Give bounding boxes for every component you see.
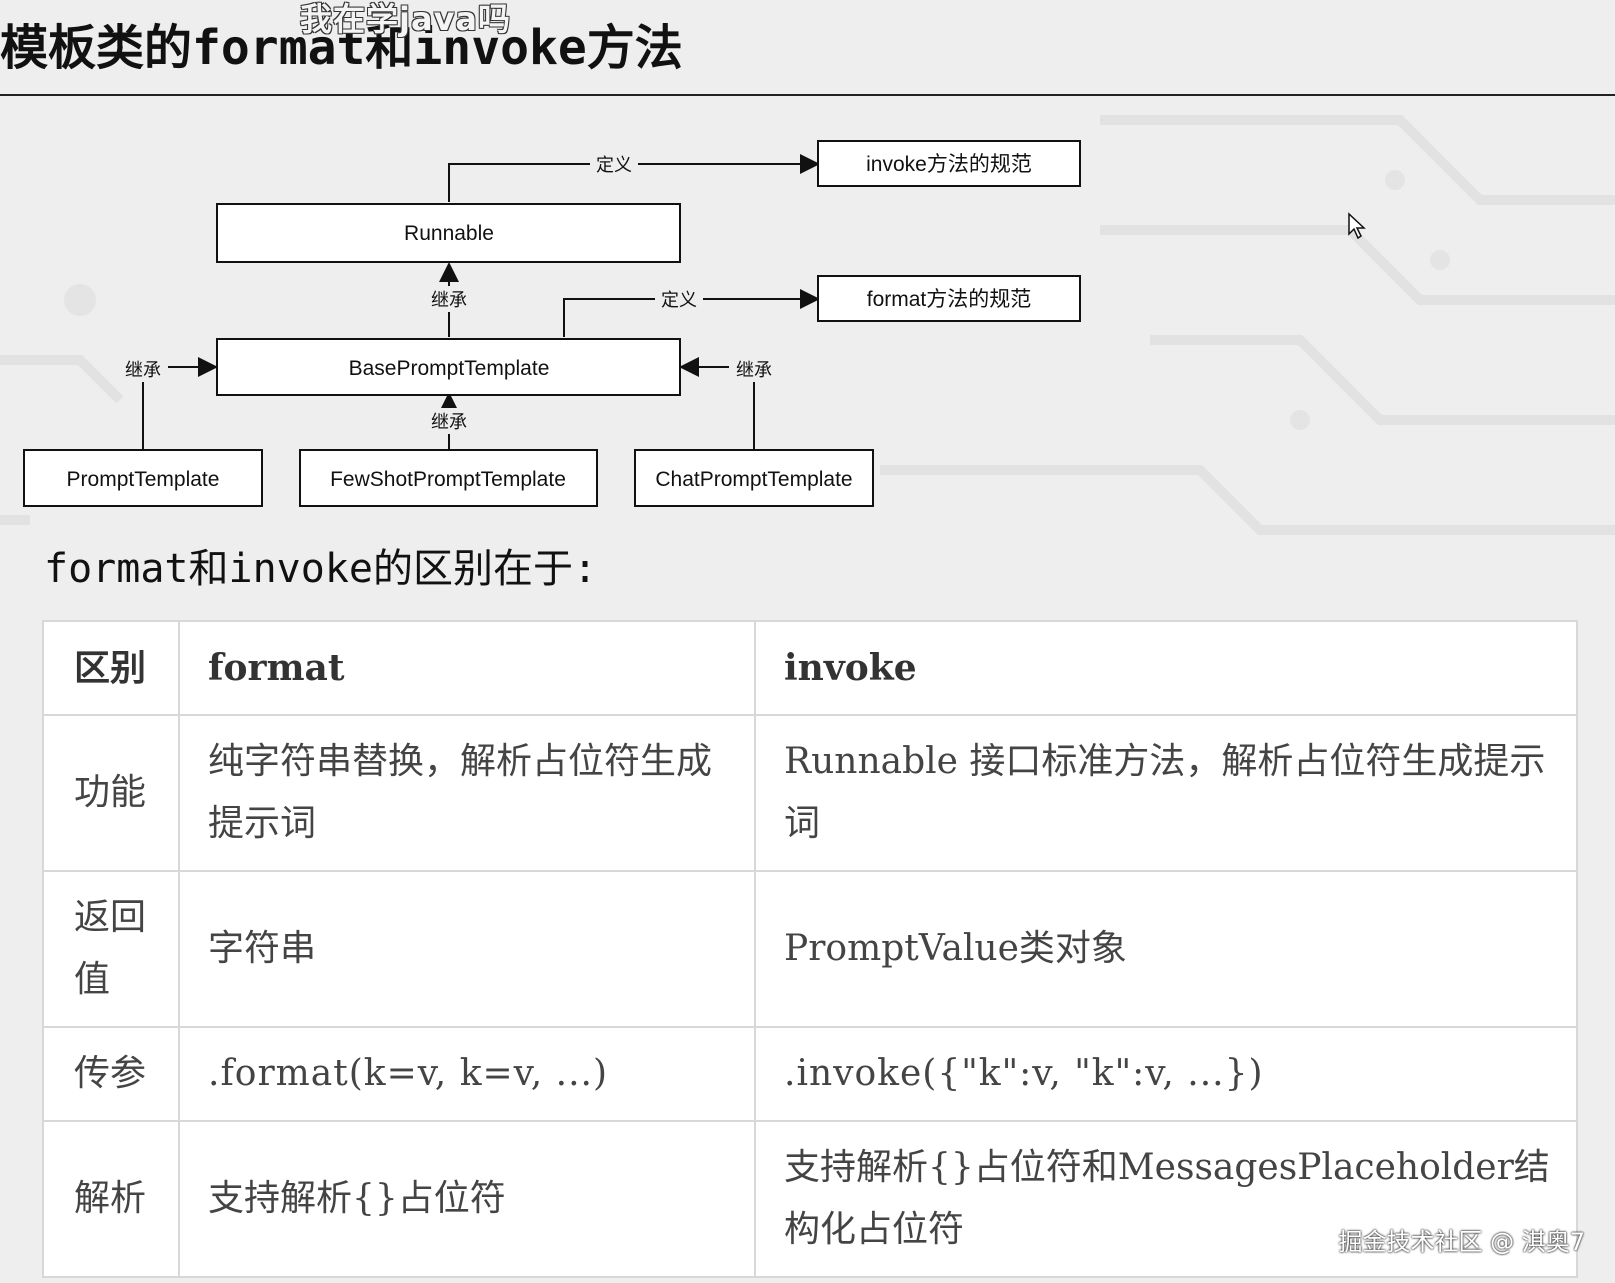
table-cell: 纯字符串替换，解析占位符生成提示词 — [178, 714, 756, 872]
table-header-cell: 区别 — [42, 620, 180, 716]
edge-label-inherit-runnable: 继承 — [431, 290, 467, 311]
table-cell: 支持解析{}占位符和MessagesPlaceholder结构化占位符 — [754, 1120, 1578, 1278]
table-cell: 传参 — [42, 1026, 180, 1122]
table-cell: 字符串 — [178, 870, 756, 1028]
table-cell: PromptValue类对象 — [754, 870, 1578, 1028]
table-cell: .invoke({"k":v, "k":v, ...}) — [754, 1026, 1578, 1122]
edge-label-inherit-fewshot: 继承 — [431, 412, 467, 433]
edge-label-define-invoke: 定义 — [596, 155, 632, 176]
edge-label-define-format: 定义 — [661, 290, 697, 311]
mouse-pointer-icon — [1348, 212, 1366, 240]
node-chat: ChatPromptTemplate — [655, 468, 852, 491]
node-invoke-spec-box — [817, 140, 1081, 187]
node-base-box — [216, 338, 681, 396]
node-chat-box — [634, 449, 874, 507]
edge-labels: 定义 定义 继承 继承 继承 继承 — [118, 151, 779, 434]
table-cell: 支持解析{}占位符 — [178, 1120, 756, 1278]
table-cell: 功能 — [42, 714, 180, 872]
edge-runnable-defines-invoke — [448, 154, 820, 202]
edge-label-inherit-prompt: 继承 — [125, 360, 161, 381]
table-row: 返回值 字符串 PromptValue类对象 — [42, 870, 1578, 1028]
video-caption-overlay: 我在学java吗 — [300, 0, 512, 38]
table-cell: 返回值 — [42, 870, 180, 1028]
node-format-spec-box — [817, 275, 1081, 322]
table-row: 功能 纯字符串替换，解析占位符生成提示词 Runnable 接口标准方法，解析占… — [42, 714, 1578, 872]
title-underline — [0, 94, 1615, 96]
node-prompt: PromptTemplate — [67, 468, 220, 491]
page-title: 模板类的format和invoke方法 — [0, 20, 683, 76]
comparison-table: 区别 format invoke 功能 纯字符串替换，解析占位符生成提示词 Ru… — [42, 620, 1578, 1278]
node-fewshot: FewShotPromptTemplate — [330, 468, 566, 491]
node-runnable-box — [216, 203, 681, 263]
watermark: 掘金技术社区 @ 淇奥7 — [1338, 1228, 1585, 1256]
node-fewshot-box — [299, 449, 598, 507]
node-base: BasePromptTemplate — [349, 357, 550, 380]
class-diagram: 定义 定义 继承 继承 继承 继承 invoke方法的规范 Runnable f… — [23, 140, 1081, 507]
table-header-row: 区别 format invoke — [42, 620, 1578, 716]
table-header-cell: format — [178, 620, 756, 716]
node-format-spec: format方法的规范 — [867, 288, 1032, 311]
node-invoke-spec: invoke方法的规范 — [866, 153, 1032, 176]
table-row: 传参 .format(k=v, k=v, ...) .invoke({"k":v… — [42, 1026, 1578, 1122]
node-runnable: Runnable — [404, 222, 494, 245]
node-prompt-box — [23, 449, 263, 507]
comparison-subtitle: format和invoke的区别在于: — [44, 546, 598, 592]
table-cell: Runnable 接口标准方法，解析占位符生成提示词 — [754, 714, 1578, 872]
table-header-cell: invoke — [754, 620, 1578, 716]
table-row: 解析 支持解析{}占位符 支持解析{}占位符和MessagesPlacehold… — [42, 1120, 1578, 1278]
edge-label-inherit-chat: 继承 — [736, 360, 772, 381]
table-cell: 解析 — [42, 1120, 180, 1278]
table-cell: .format(k=v, k=v, ...) — [178, 1026, 756, 1122]
edge-base-defines-format — [563, 289, 820, 337]
